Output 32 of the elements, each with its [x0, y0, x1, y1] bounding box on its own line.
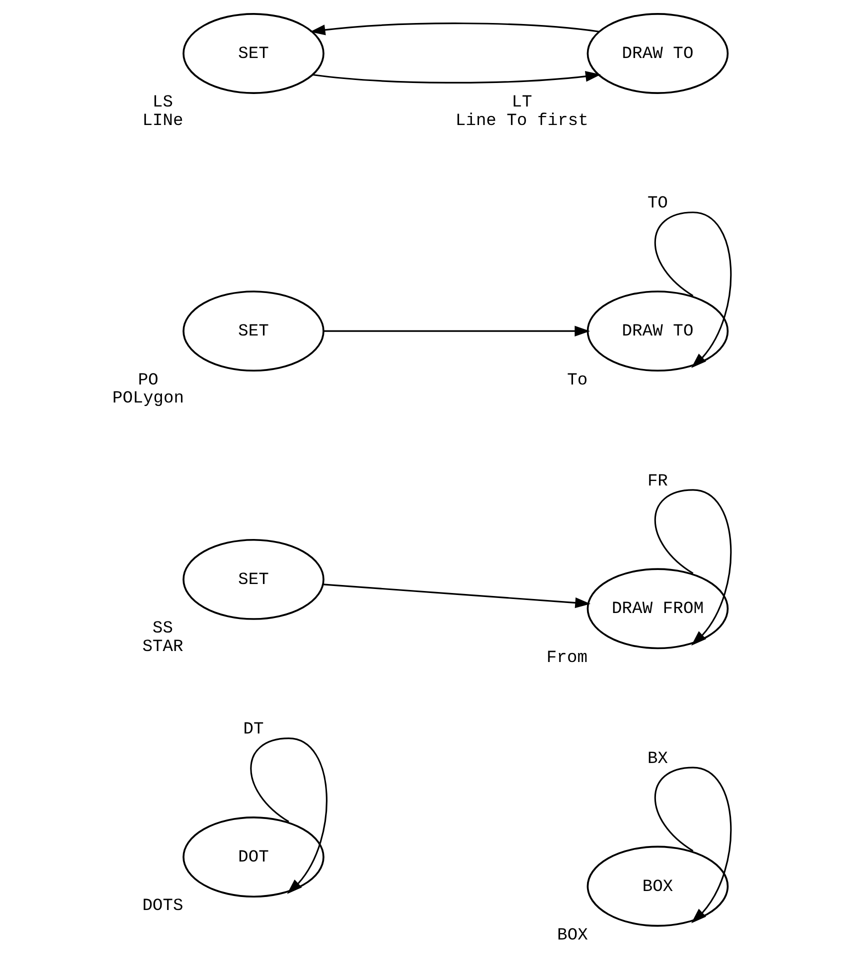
edge-label: DT [243, 720, 264, 740]
arrow [250, 737, 328, 894]
node-ellipse: DOT [182, 816, 324, 898]
arrow [310, 22, 600, 35]
node-ellipse: DRAW TO [586, 12, 729, 94]
node-ellipse: DRAW FROM [586, 568, 729, 649]
node-label: PO [138, 370, 158, 390]
node-label: LS [152, 93, 174, 112]
edge-label: TO [647, 194, 668, 214]
arrow [323, 583, 591, 608]
arrow [654, 766, 732, 923]
edge-label: FR [647, 472, 668, 491]
arrow [654, 488, 732, 646]
arrow [324, 325, 590, 336]
node-label: POLygon [112, 389, 184, 408]
node-label: From [546, 648, 588, 668]
edge-label: BX [647, 749, 668, 768]
arrow [312, 70, 601, 83]
arrow [654, 211, 732, 368]
node-ellipse: SET [182, 538, 324, 620]
node-label: DOTS [142, 896, 184, 916]
node-label: STAR [142, 637, 184, 656]
node-label: BOX [557, 926, 588, 945]
node-ellipse: DRAW TO [586, 290, 729, 372]
node-label: LT [512, 93, 532, 112]
node-ellipse: SET [182, 12, 324, 94]
node-ellipse: SET [182, 290, 324, 372]
node-label: LINe [142, 111, 184, 130]
node-label: SS [152, 619, 174, 638]
node-label: To [567, 370, 588, 390]
node-label: Line To first [456, 111, 588, 130]
node-ellipse: BOX [586, 845, 729, 926]
